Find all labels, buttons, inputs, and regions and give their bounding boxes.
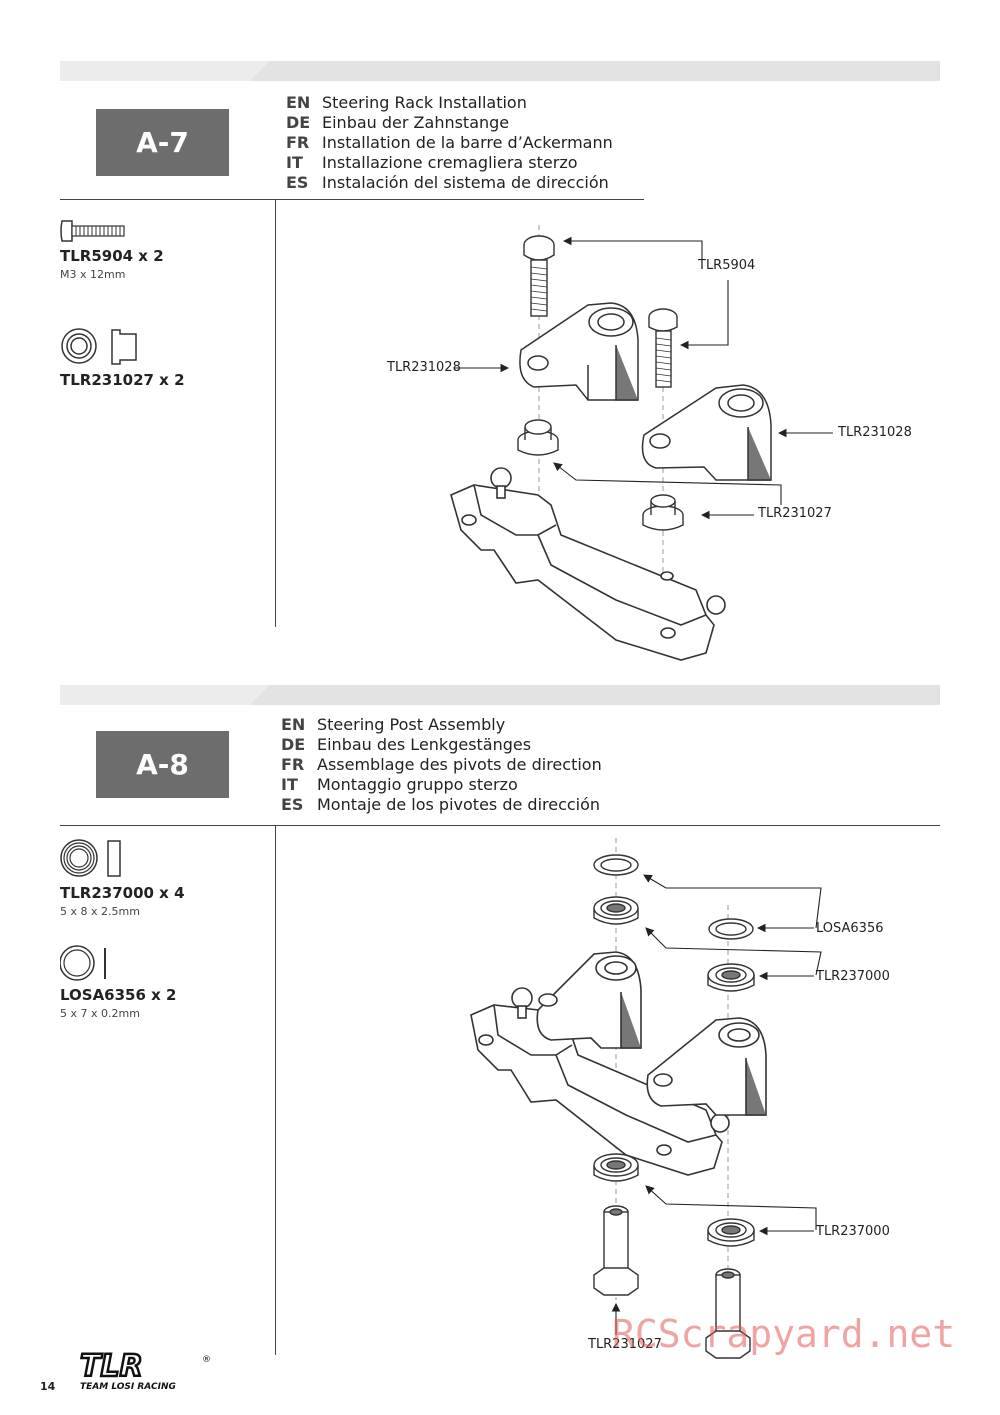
part-size: 5 x 7 x 0.2mm: [60, 1007, 140, 1020]
registered-mark: ®: [202, 1355, 211, 1365]
callout-label: LOSA6356: [816, 921, 884, 936]
divider: [275, 825, 276, 1355]
callout-label: TLR237000: [816, 969, 890, 984]
divider: [60, 825, 940, 826]
step-number-box: A-8: [96, 731, 229, 798]
logo-subtext: TEAM LOSI RACING: [80, 1382, 176, 1392]
step-number-box: A-7: [96, 109, 229, 176]
callout-label: TLR5904: [698, 258, 756, 273]
divider: [275, 199, 276, 627]
callout-label: TLR231028: [387, 360, 461, 375]
logo-text: TLR: [80, 1352, 143, 1384]
tlr-logo-mark: TLR TEAM LOSI RACING ®: [79, 1348, 211, 1392]
part-size: 5 x 8 x 2.5mm: [60, 905, 140, 918]
steering-post-diagram: [470, 838, 822, 1359]
part-name: TLR237000 x 4: [60, 884, 185, 902]
callout-label: TLR231027: [588, 1337, 662, 1352]
bushing-icon: [61, 328, 137, 365]
steering-rack-diagram: [450, 225, 833, 661]
part-name: LOSA6356 x 2: [60, 986, 177, 1004]
part-name: TLR5904 x 2: [60, 247, 164, 265]
tlr-logo: TLR TEAM LOSI RACING ®: [76, 1348, 216, 1396]
shim-icon: [60, 945, 106, 981]
callout-label: TLR237000: [816, 1224, 890, 1239]
step-number: A-7: [136, 126, 189, 159]
section-header-band: [60, 61, 940, 81]
step-number: A-8: [136, 748, 189, 781]
callout-label: TLR231027: [758, 506, 832, 521]
page-number: 14: [40, 1380, 56, 1393]
callout-label: TLR231028: [838, 425, 912, 440]
bearing-icon: [60, 839, 121, 877]
part-size: M3 x 12mm: [60, 268, 126, 281]
part-name: TLR231027 x 2: [60, 371, 185, 389]
screw-icon: [60, 220, 125, 242]
watermark-text: RCScrapyard.net: [612, 1312, 956, 1356]
section-header-band: [60, 685, 940, 705]
divider: [60, 199, 644, 200]
